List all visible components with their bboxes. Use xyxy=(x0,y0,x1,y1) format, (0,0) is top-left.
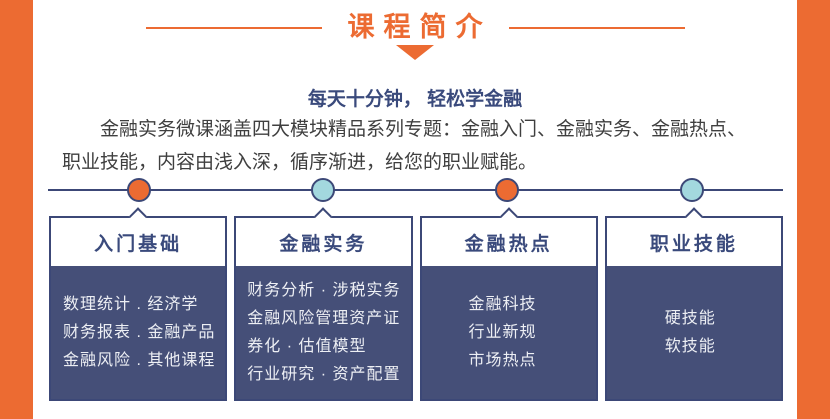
triangle-down-icon xyxy=(396,45,434,60)
card-line: 财务分析 · 涉税实务 xyxy=(247,281,401,299)
timeline-dot-4 xyxy=(680,178,704,202)
card-entry-basics: 入门基础 数理统计 . 经济学 财务报表 . 金融产品 金融风险 . 其他课程 xyxy=(49,207,228,401)
course-description-line2: 职业技能，内容由浅入深，循序渐进，给您的职业赋能。 xyxy=(62,152,538,173)
timeline-dot-1 xyxy=(127,178,151,202)
title-left-line xyxy=(145,26,322,29)
card-financial-practice: 金融实务 财务分析 · 涉税实务 金融风险管理资产证 券化 · 估值模型 行业研… xyxy=(234,207,413,401)
timeline-dot-3 xyxy=(495,178,519,202)
left-accent-bar xyxy=(0,0,33,419)
card-body: 财务分析 · 涉税实务 金融风险管理资产证 券化 · 估值模型 行业研究 · 资… xyxy=(236,266,411,399)
card-body: 硬技能 软技能 xyxy=(606,266,781,399)
course-description: 金融实务微课涵盖四大模块精品系列专题：金融入门、金融实务、金融热点、 职业技能，… xyxy=(62,113,770,179)
right-accent-bar xyxy=(797,0,830,419)
card-line: 券化 · 估值模型 xyxy=(247,337,367,355)
timeline-dot-2 xyxy=(311,178,335,202)
card-line: 数理统计 . 经济学 xyxy=(63,295,199,313)
course-subtitle: 每天十分钟， 轻松学金融 xyxy=(307,89,523,110)
card-line: 软技能 xyxy=(664,337,716,355)
card-line: 行业新规 xyxy=(468,323,537,341)
module-cards: 入门基础 数理统计 . 经济学 财务报表 . 金融产品 金融风险 . 其他课程 … xyxy=(49,207,783,401)
card-title: 金融热点 xyxy=(421,218,596,266)
course-description-line1: 金融实务微课涵盖四大模块精品系列专题：金融入门、金融实务、金融热点、 xyxy=(100,119,747,140)
card-line: 市场热点 xyxy=(468,351,537,369)
card-body: 数理统计 . 经济学 财务报表 . 金融产品 金融风险 . 其他课程 xyxy=(51,266,226,399)
timeline-line xyxy=(48,189,783,191)
card-line: 财务报表 . 金融产品 xyxy=(63,323,216,341)
card-body: 金融科技 行业新规 市场热点 xyxy=(421,266,596,399)
title-row: 课程简介 xyxy=(33,14,797,41)
card-line: 金融科技 xyxy=(468,295,537,313)
card-line: 金融风险管理资产证 xyxy=(247,309,401,327)
card-line: 行业研究 · 资产配置 xyxy=(247,365,401,383)
card-line: 金融风险 . 其他课程 xyxy=(63,351,216,369)
page-title: 课程简介 xyxy=(347,12,492,42)
title-right-line xyxy=(508,26,685,29)
card-professional-skills: 职业技能 硬技能 软技能 xyxy=(604,207,783,401)
card-financial-hotspots: 金融热点 金融科技 行业新规 市场热点 xyxy=(419,207,598,401)
card-title: 金融实务 xyxy=(236,218,411,266)
card-title: 职业技能 xyxy=(606,218,781,266)
card-title: 入门基础 xyxy=(51,218,226,266)
card-line: 硬技能 xyxy=(664,309,716,327)
